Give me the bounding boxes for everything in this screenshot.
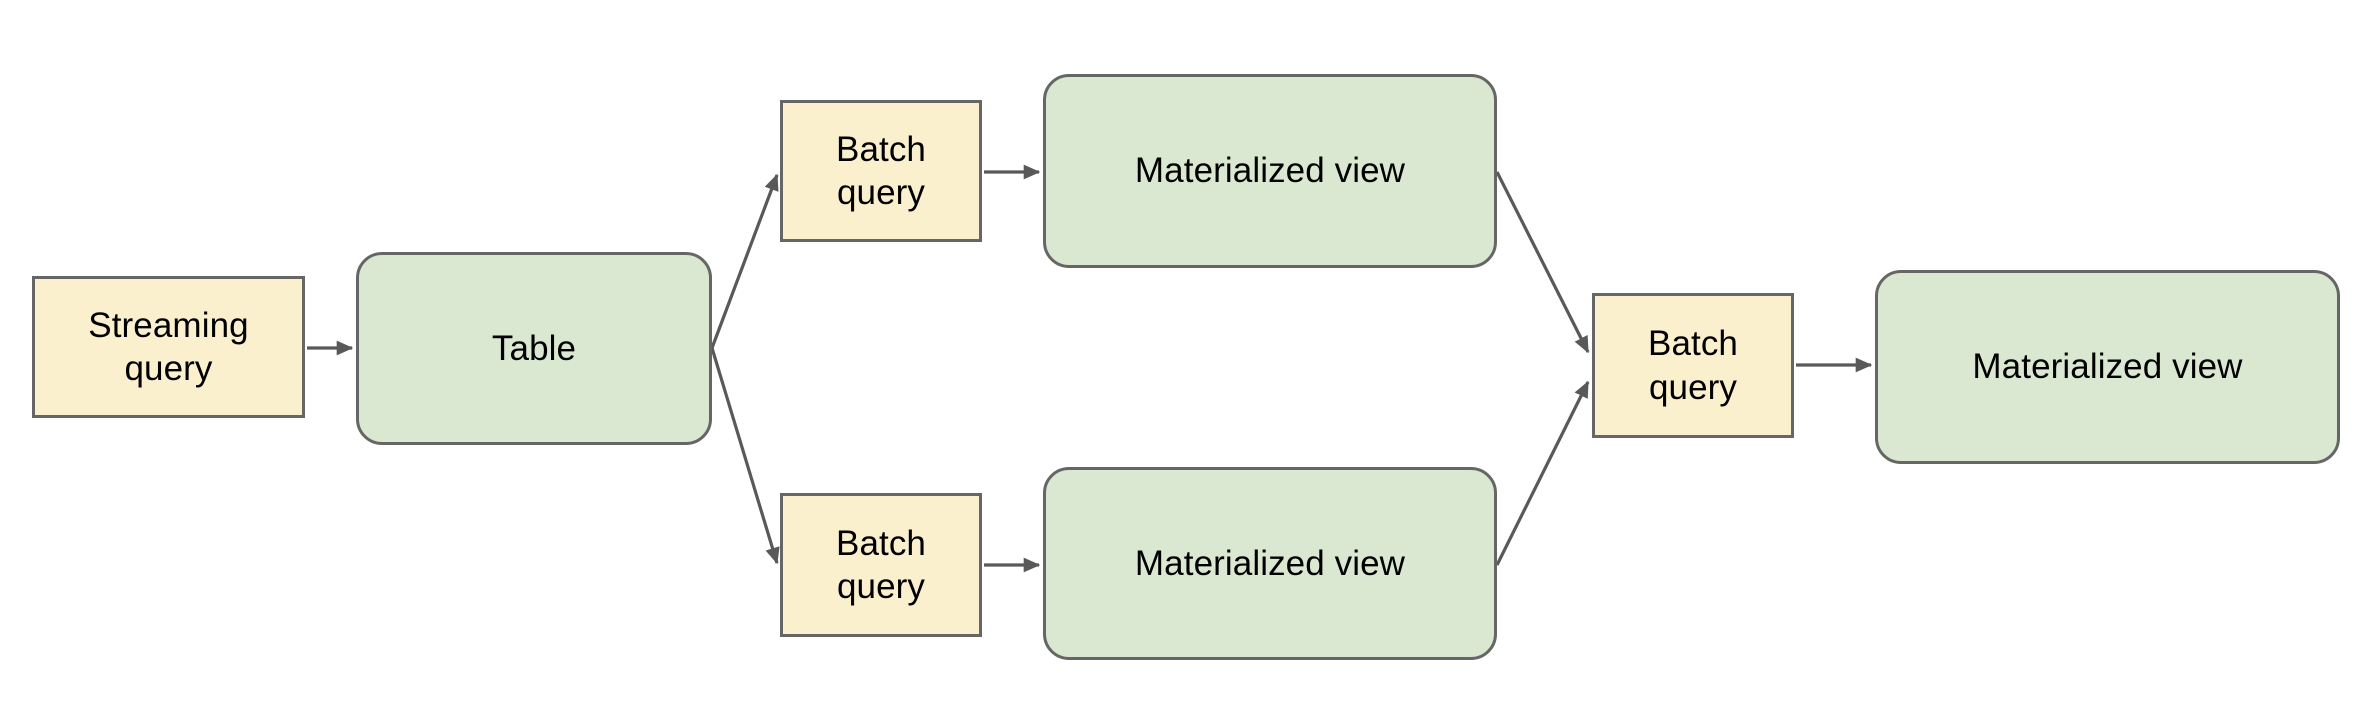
node-batch-query-top[interactable]: Batch query	[780, 100, 982, 242]
node-table[interactable]: Table	[356, 252, 712, 445]
node-streaming-query[interactable]: Streaming query	[32, 276, 305, 418]
edge-materialized-view-top-to-batch-query-right	[1495, 171, 1590, 354]
node-label-batch-query-bottom: Batch query	[836, 523, 926, 606]
node-batch-query-bottom[interactable]: Batch query	[780, 493, 982, 637]
node-label-batch-query-right: Batch query	[1648, 324, 1738, 407]
node-batch-query-right[interactable]: Batch query	[1592, 293, 1794, 438]
node-materialized-view-right[interactable]: Materialized view	[1875, 270, 2340, 464]
node-materialized-view-top[interactable]: Materialized view	[1043, 74, 1497, 268]
node-label-batch-query-top: Batch query	[836, 129, 926, 212]
node-label-materialized-view-bottom: Materialized view	[1134, 543, 1406, 583]
edge-table-to-batch-query-bottom	[710, 347, 780, 565]
node-label-streaming-query: Streaming query	[88, 305, 249, 388]
node-label-materialized-view-right: Materialized view	[1972, 347, 2243, 387]
edge-materialized-view-bottom-to-batch-query-right	[1495, 380, 1590, 566]
edge-table-to-batch-query-top	[710, 173, 779, 349]
node-materialized-view-bottom[interactable]: Materialized view	[1043, 467, 1497, 660]
node-label-materialized-view-top: Materialized view	[1134, 151, 1406, 191]
node-label-table: Table	[491, 328, 577, 368]
